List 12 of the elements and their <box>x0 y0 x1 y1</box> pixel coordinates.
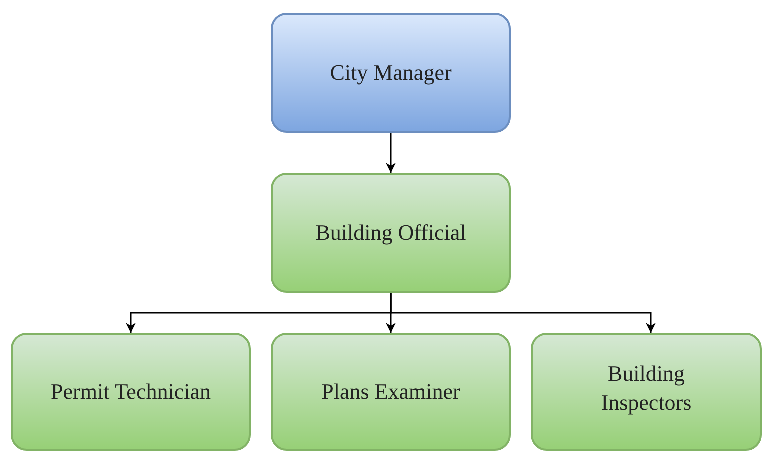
role-title: Building Official <box>316 218 466 247</box>
role-box <box>531 333 762 451</box>
role-title: Permit Technician <box>51 378 211 406</box>
arrow <box>390 293 656 333</box>
manager-box <box>271 13 511 133</box>
role-box <box>11 333 251 451</box>
role-title: City Manager <box>330 58 452 87</box>
role-box <box>271 173 511 293</box>
role-title: Plans Examiner <box>322 378 460 406</box>
role-box <box>271 333 511 451</box>
arrow <box>386 133 396 173</box>
role-title: Building Inspectors <box>600 360 693 417</box>
